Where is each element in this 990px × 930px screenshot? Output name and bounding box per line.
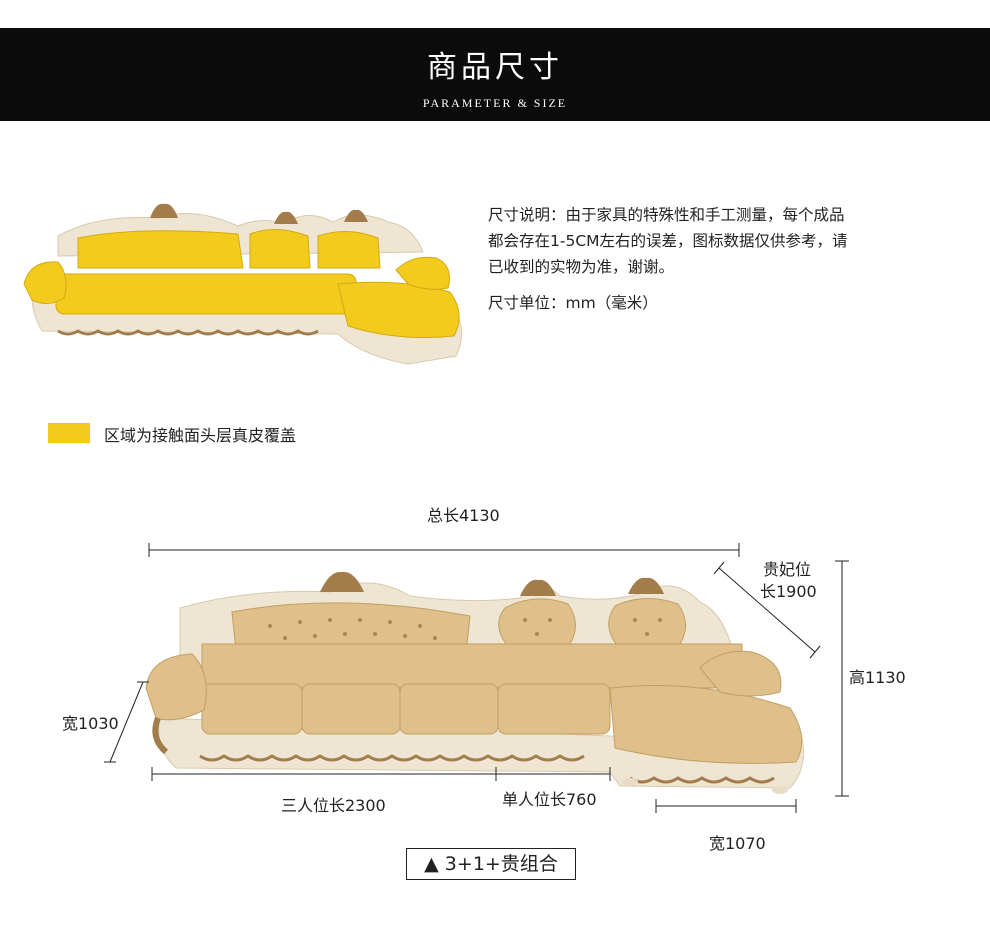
description-line-2: 都会存在1-5CM左右的误差，图标数据仅供参考，请 (488, 232, 848, 250)
chaise-length-label-line1: 贵妃位 (763, 560, 812, 579)
page-subtitle: PARAMETER & SIZE (422, 96, 568, 110)
legend-swatch (48, 423, 90, 443)
description-line-3: 已收到的实物为准，谢谢。 (488, 258, 675, 276)
combination-label: ▲ 3+1+贵组合 (406, 848, 576, 880)
chaise-width-label: 宽1070 (709, 834, 766, 853)
sofa-illustration-yellow (23, 203, 462, 365)
total-length-label: 总长4130 (427, 506, 500, 525)
description-line-1: 尺寸说明：由于家具的特殊性和手工测量，每个成品 (488, 206, 845, 224)
height-label: 高1130 (849, 668, 906, 687)
size-description: 尺寸说明：由于家具的特殊性和手工测量，每个成品 都会存在1-5CM左右的误差，图… (488, 202, 908, 316)
depth-label: 宽1030 (62, 714, 119, 733)
three-seat-label: 三人位长2300 (281, 796, 386, 815)
chaise-length-label-line2: 长1900 (760, 582, 817, 601)
page-title: 商品尺寸 (427, 50, 563, 85)
header-band: 商品尺寸 PARAMETER & SIZE (0, 28, 990, 121)
single-seat-label: 单人位长760 (502, 790, 597, 809)
legend-text: 区域为接触面头层真皮覆盖 (104, 426, 297, 445)
sofa-illustration-beige (145, 571, 804, 794)
size-unit: 尺寸单位：mm（毫米） (488, 294, 658, 312)
